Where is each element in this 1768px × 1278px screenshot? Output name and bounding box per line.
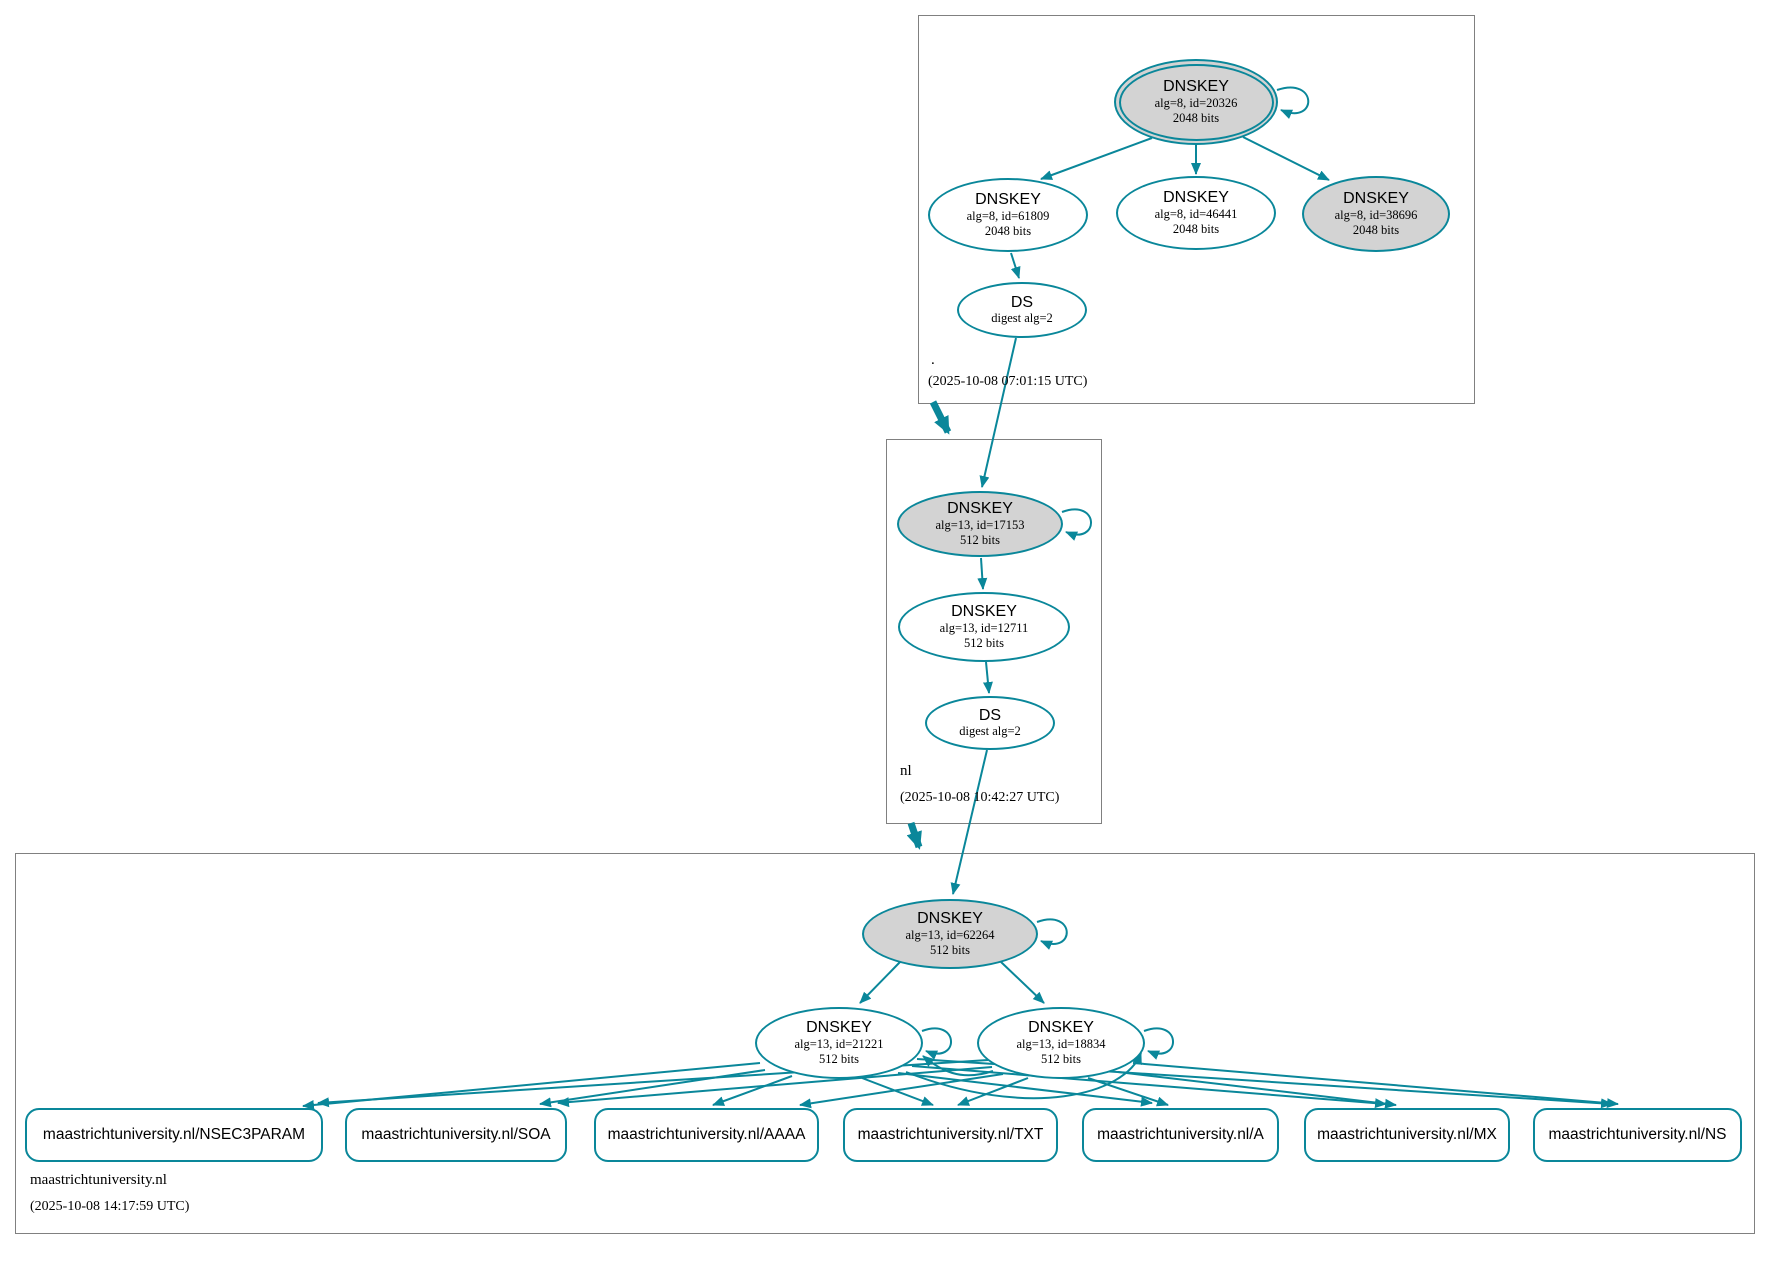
dnskey-alg-id: alg=13, id=21221 — [794, 1036, 884, 1051]
zone-timestamp-nl: (2025-10-08 10:42:27 UTC) — [900, 790, 1060, 805]
dnskey-bits: 512 bits — [1041, 1051, 1081, 1066]
ds-node-root[interactable]: DS digest alg=2 — [957, 282, 1087, 338]
dnskey-node-mu-ksk-62264[interactable]: DNSKEY alg=13, id=62264 512 bits — [862, 899, 1038, 969]
dnskey-title: DNSKEY — [1163, 189, 1229, 207]
dnskey-title: DNSKEY — [947, 500, 1013, 518]
dnskey-bits: 512 bits — [964, 635, 1004, 650]
dnskey-title: DNSKEY — [917, 910, 983, 928]
dnskey-title: DNSKEY — [975, 191, 1041, 209]
dnskey-bits: 2048 bits — [1352, 222, 1400, 237]
edge-nl-to-mu-zone — [906, 821, 923, 850]
dnskey-node-root-61809[interactable]: DNSKEY alg=8, id=61809 2048 bits — [928, 178, 1088, 252]
dnskey-alg-id: alg=8, id=38696 — [1334, 207, 1418, 222]
ds-title: DS — [978, 706, 1002, 724]
dnskey-title: DNSKEY — [806, 1019, 872, 1037]
dnskey-alg-id: alg=13, id=18834 — [1016, 1036, 1106, 1051]
zone-label-maastrichtuniversity: maastrichtuniversity.nl — [30, 1172, 167, 1188]
dnskey-title: DNSKEY — [1028, 1019, 1094, 1037]
zone-box-root — [918, 15, 1475, 404]
rrset-aaaa[interactable]: maastrichtuniversity.nl/AAAA — [594, 1108, 819, 1162]
dnskey-bits: 2048 bits — [984, 223, 1032, 238]
dnskey-alg-id: alg=8, id=20326 — [1154, 95, 1238, 110]
zone-timestamp-root: (2025-10-08 07:01:15 UTC) — [928, 374, 1088, 389]
dnskey-bits: 512 bits — [930, 942, 970, 957]
dnskey-node-root-38696[interactable]: DNSKEY alg=8, id=38696 2048 bits — [1302, 176, 1450, 252]
zone-label-root: . — [931, 352, 935, 368]
dnskey-alg-id: alg=13, id=17153 — [935, 517, 1025, 532]
ds-digest: digest alg=2 — [991, 311, 1053, 326]
rrset-txt[interactable]: maastrichtuniversity.nl/TXT — [843, 1108, 1058, 1162]
dnskey-node-nl-ksk-17153[interactable]: DNSKEY alg=13, id=17153 512 bits — [897, 491, 1063, 557]
zone-timestamp-maastrichtuniversity: (2025-10-08 14:17:59 UTC) — [30, 1199, 190, 1214]
dnskey-title: DNSKEY — [1163, 78, 1229, 96]
dnskey-alg-id: alg=13, id=62264 — [905, 927, 995, 942]
rrset-ns[interactable]: maastrichtuniversity.nl/NS — [1533, 1108, 1742, 1162]
dnskey-bits: 2048 bits — [1172, 221, 1220, 236]
dnskey-title: DNSKEY — [1343, 190, 1409, 208]
dnskey-node-root-ksk-20326[interactable]: DNSKEY alg=8, id=20326 2048 bits — [1114, 59, 1278, 145]
edge-root-to-nl-zone — [929, 400, 952, 435]
zone-label-nl: nl — [900, 763, 912, 779]
rrset-nsec3param[interactable]: maastrichtuniversity.nl/NSEC3PARAM — [25, 1108, 323, 1162]
dnskey-bits: 2048 bits — [1172, 110, 1220, 125]
dnskey-node-nl-12711[interactable]: DNSKEY alg=13, id=12711 512 bits — [898, 592, 1070, 662]
dnskey-node-root-46441[interactable]: DNSKEY alg=8, id=46441 2048 bits — [1116, 176, 1276, 250]
dnskey-node-mu-18834[interactable]: DNSKEY alg=13, id=18834 512 bits — [977, 1007, 1145, 1079]
dnskey-node-mu-21221[interactable]: DNSKEY alg=13, id=21221 512 bits — [755, 1007, 923, 1079]
dnskey-alg-id: alg=8, id=46441 — [1154, 206, 1238, 221]
dnskey-bits: 512 bits — [960, 532, 1000, 547]
dnskey-bits: 512 bits — [819, 1051, 859, 1066]
dnskey-alg-id: alg=8, id=61809 — [966, 208, 1050, 223]
rrset-a[interactable]: maastrichtuniversity.nl/A — [1082, 1108, 1279, 1162]
ds-digest: digest alg=2 — [959, 724, 1021, 739]
zone-box-maastrichtuniversity — [15, 853, 1755, 1234]
dnskey-alg-id: alg=13, id=12711 — [939, 620, 1029, 635]
ds-title: DS — [1010, 293, 1034, 311]
rrset-mx[interactable]: maastrichtuniversity.nl/MX — [1304, 1108, 1510, 1162]
ds-node-nl[interactable]: DS digest alg=2 — [925, 696, 1055, 750]
rrset-soa[interactable]: maastrichtuniversity.nl/SOA — [345, 1108, 567, 1162]
dnskey-title: DNSKEY — [951, 603, 1017, 621]
